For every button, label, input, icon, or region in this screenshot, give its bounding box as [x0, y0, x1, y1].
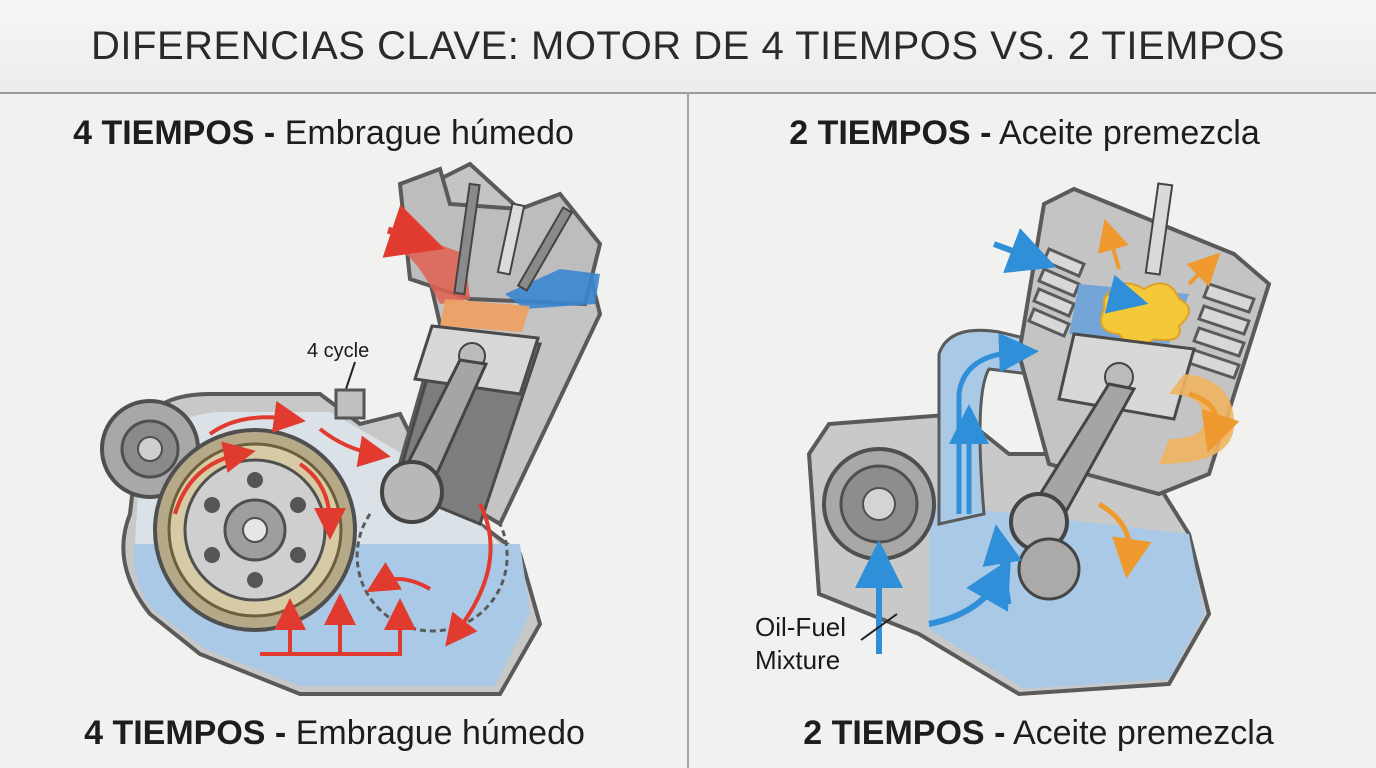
- spark-plug: [496, 202, 526, 276]
- two-stroke-panel: 2 TIEMPOS - Aceite premezcla: [689, 94, 1376, 768]
- exhaust-arrow: [1098, 218, 1129, 270]
- oil-fuel-callout-line2: Mixture: [755, 645, 840, 675]
- four-stroke-engine-diagram: 4 cycle: [100, 161, 603, 696]
- spark-plug: [1144, 182, 1174, 276]
- oil-flow-arrow: [208, 400, 306, 436]
- heading-separator: -: [980, 114, 992, 152]
- intake-arrow: [382, 204, 445, 258]
- heading-text: Embrague húmedo: [284, 114, 574, 152]
- exhaust-arrow: [1188, 391, 1240, 453]
- callout-leader: [860, 613, 898, 641]
- page-title: DIFERENCIAS CLAVE: MOTOR DE 4 TIEMPOS VS…: [91, 24, 1285, 68]
- oil-fuel-callout-line1: Oil-Fuel: [755, 612, 846, 642]
- intake-arrow: [992, 228, 1057, 274]
- heading-text: Aceite premezcla: [998, 114, 1260, 152]
- exhaust-valve: [516, 206, 574, 292]
- crankshaft-bearing: [1017, 537, 1081, 601]
- combustion-chamber: [440, 299, 530, 332]
- oil-flow-arrow: [445, 503, 493, 647]
- heading-strong: 4 TIEMPOS: [73, 114, 255, 152]
- two-stroke-heading-bottom: 2 TIEMPOS - Aceite premezcla: [695, 714, 1376, 753]
- heading-separator: -: [274, 714, 287, 752]
- heading-separator: -: [263, 114, 276, 152]
- oil-flow-arrow: [318, 427, 391, 468]
- heading-text: Aceite premezcla: [1012, 714, 1274, 752]
- four-stroke-heading-top: 4 TIEMPOS - Embrague húmedo: [0, 114, 667, 153]
- cooling-fins: [1027, 247, 1256, 380]
- oil-flow-arrow: [366, 562, 431, 593]
- scavenge-arrow: [956, 332, 1039, 514]
- exhaust-port: [505, 269, 600, 309]
- crank-web: [355, 513, 509, 633]
- oil-flow-arrow: [260, 598, 416, 656]
- two-stroke-engine-diagram: Oil-Fuel Mixture: [755, 182, 1272, 697]
- four-stroke-heading-bottom: 4 TIEMPOS - Embrague húmedo: [0, 714, 678, 753]
- premix-arrow: [928, 558, 1011, 627]
- four-cycle-callout: 4 cycle: [307, 340, 369, 362]
- intake-valve: [453, 182, 481, 296]
- heading-strong: 2 TIEMPOS: [789, 114, 971, 152]
- title-bar: DIFERENCIAS CLAVE: MOTOR DE 4 TIEMPOS VS…: [0, 0, 1376, 92]
- callout-leader: [344, 361, 356, 393]
- flow-arrow: [1104, 274, 1149, 314]
- heading-separator: -: [994, 714, 1006, 752]
- exhaust-arrow: [1186, 252, 1221, 287]
- oil-filler-cap: [334, 388, 366, 420]
- exhaust-arrow: [1097, 501, 1152, 579]
- heading-strong: 2 TIEMPOS: [803, 714, 985, 752]
- oil-flow-arrow: [298, 462, 346, 540]
- panel-divider: [687, 92, 689, 768]
- heading-text: Embrague húmedo: [295, 714, 585, 752]
- heading-strong: 4 TIEMPOS: [84, 714, 266, 752]
- premix-arrow: [982, 524, 1023, 605]
- two-stroke-heading-top: 2 TIEMPOS - Aceite premezcla: [681, 114, 1368, 153]
- oil-flow-arrow: [173, 441, 256, 515]
- wet-clutch: [153, 428, 357, 632]
- transmission-gear: [822, 447, 936, 561]
- crankpin: [380, 460, 444, 524]
- four-stroke-panel: 4 TIEMPOS - Embrague húmedo: [0, 94, 687, 768]
